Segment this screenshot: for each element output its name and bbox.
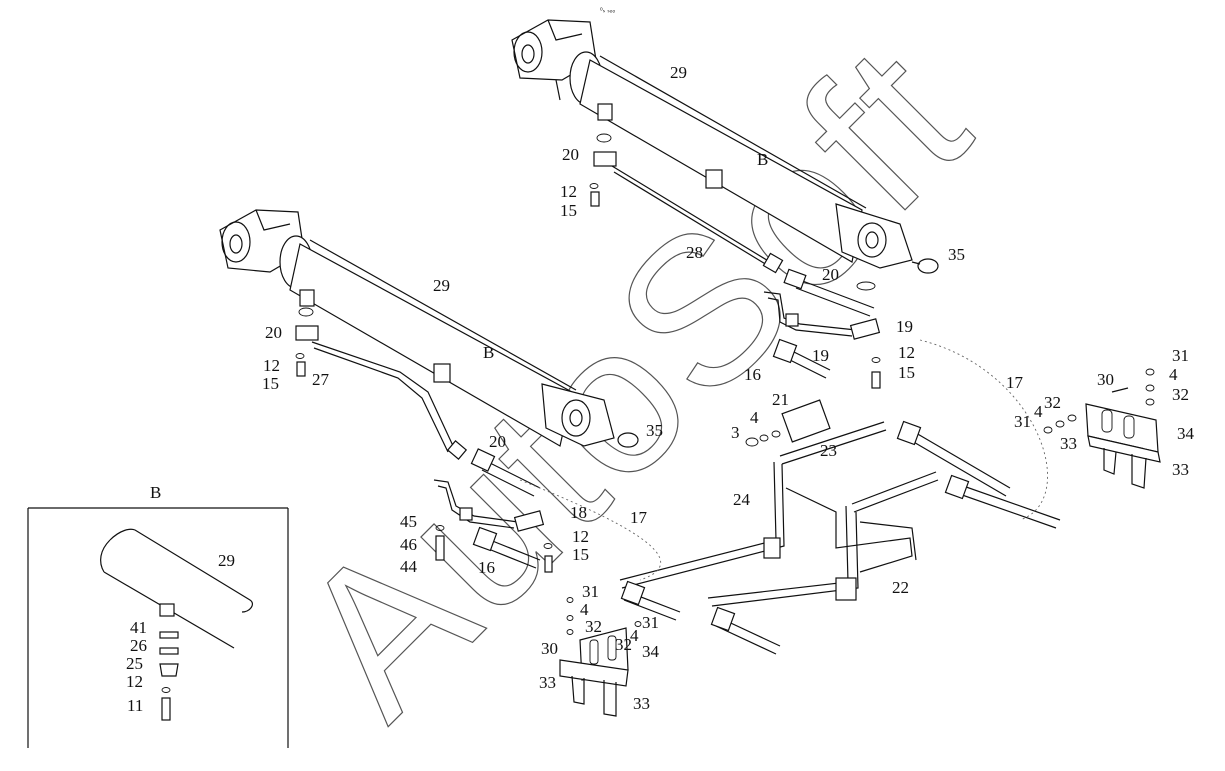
- callout-label: 4: [580, 600, 589, 619]
- callout-label: 15: [898, 363, 915, 382]
- detail-view-b: B 29: [27, 483, 289, 748]
- callout-label: 12: [898, 343, 915, 362]
- callout-label: 33: [1172, 460, 1189, 479]
- header-code: ᵒₛ ₛₒₒ: [600, 7, 615, 14]
- callout-label: 30: [1097, 370, 1114, 389]
- callout-label: 4: [1169, 365, 1178, 384]
- callout-label: 25: [126, 654, 143, 673]
- upper-hose-assembly: [763, 268, 881, 389]
- callout-label: 18: [570, 503, 587, 522]
- callout-label: 20: [265, 323, 282, 342]
- callout-label: 22: [892, 578, 909, 597]
- callout-label: 4: [750, 408, 759, 427]
- callout-label: 31: [1014, 412, 1031, 431]
- callout-label: 32: [1172, 385, 1189, 404]
- callout-label: 27: [312, 370, 330, 389]
- callout-label: 29: [433, 276, 450, 295]
- callout-label: 46: [400, 535, 417, 554]
- callout-label: 20: [562, 145, 579, 164]
- callout-label: 31: [642, 613, 659, 632]
- callout-label: 11: [127, 696, 143, 715]
- callout-label: 20: [822, 265, 839, 284]
- callout-label: 34: [1177, 424, 1195, 443]
- callout-label: 3: [731, 423, 740, 442]
- callout-label: 35: [646, 421, 663, 440]
- callout-label: 33: [633, 694, 650, 713]
- callout-label: 32: [1044, 393, 1061, 412]
- callout-label: 31: [582, 582, 599, 601]
- callout-label: 12: [126, 672, 143, 691]
- callout-label: 12: [572, 527, 589, 546]
- callout-label: 30: [541, 639, 558, 658]
- callout-label: 45: [400, 512, 417, 531]
- right-bracket: [1043, 368, 1161, 489]
- callout-label: 17: [630, 508, 648, 527]
- callout-label: 12: [263, 356, 280, 375]
- upper-cylinder: [511, 19, 939, 274]
- callout-label: 16: [744, 365, 761, 384]
- lower-bracket: [559, 597, 642, 717]
- callout-label: 24: [733, 490, 751, 509]
- callout-label: 15: [572, 545, 589, 564]
- callout-label: 29: [670, 63, 687, 82]
- callout-label: 35: [948, 245, 965, 264]
- callout-label: 17: [1006, 373, 1024, 392]
- callout-label: 33: [1060, 434, 1077, 453]
- callout-label: 44: [400, 557, 418, 576]
- callout-label: 34: [642, 642, 660, 661]
- valve-tube-assembly: [519, 339, 1061, 655]
- callout-label: 41: [130, 618, 147, 637]
- detail-cylinder-label: 29: [218, 551, 235, 570]
- callout-label: 31: [1172, 346, 1189, 365]
- callout-label: 32: [615, 635, 632, 654]
- callout-label: 32: [585, 617, 602, 636]
- callout-label: 19: [812, 346, 829, 365]
- callout-label: 19: [896, 317, 913, 336]
- callout-label: 15: [560, 201, 577, 220]
- callout-label: 28: [686, 243, 703, 262]
- callout-label: 4: [630, 626, 639, 645]
- lower-hose-assembly: [433, 448, 553, 573]
- callout-label: 23: [820, 441, 837, 460]
- callout-label: 16: [478, 558, 495, 577]
- callout-label: B: [757, 150, 768, 169]
- callout-label: 4: [1034, 402, 1043, 421]
- callout-labels: 29 20 B 12 15 28 20 35 19 19 12 16 15 17…: [126, 63, 1195, 715]
- callout-label: 12: [560, 182, 577, 201]
- callout-label: 21: [772, 390, 789, 409]
- lower-cylinder: [219, 209, 639, 460]
- callout-label: 26: [130, 636, 147, 655]
- callout-label: 20: [489, 432, 506, 451]
- callout-label: 33: [539, 673, 556, 692]
- callout-label: 15: [262, 374, 279, 393]
- detail-view-title: B: [150, 483, 161, 502]
- callout-label: B: [483, 343, 494, 362]
